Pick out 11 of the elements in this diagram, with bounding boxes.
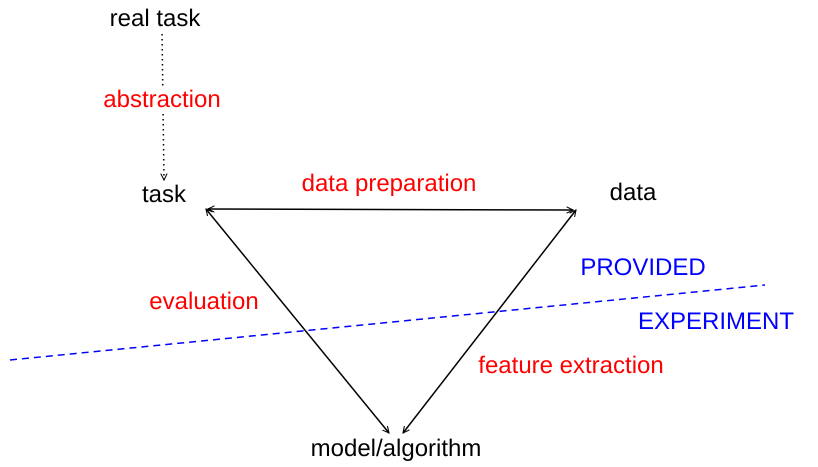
arrow — [402, 209, 577, 434]
node-label: real task — [100, 4, 210, 34]
region-label: EXPERIMENT — [638, 310, 794, 334]
edge-label: abstraction — [102, 88, 222, 112]
edge-label: data preparation — [300, 172, 478, 196]
arrow — [205, 208, 390, 434]
node-label: data — [573, 175, 693, 210]
region-label: PROVIDED — [580, 256, 706, 280]
node-label: task — [120, 180, 208, 209]
node-label: model/algorithm — [290, 433, 502, 465]
arrow — [207, 205, 574, 214]
